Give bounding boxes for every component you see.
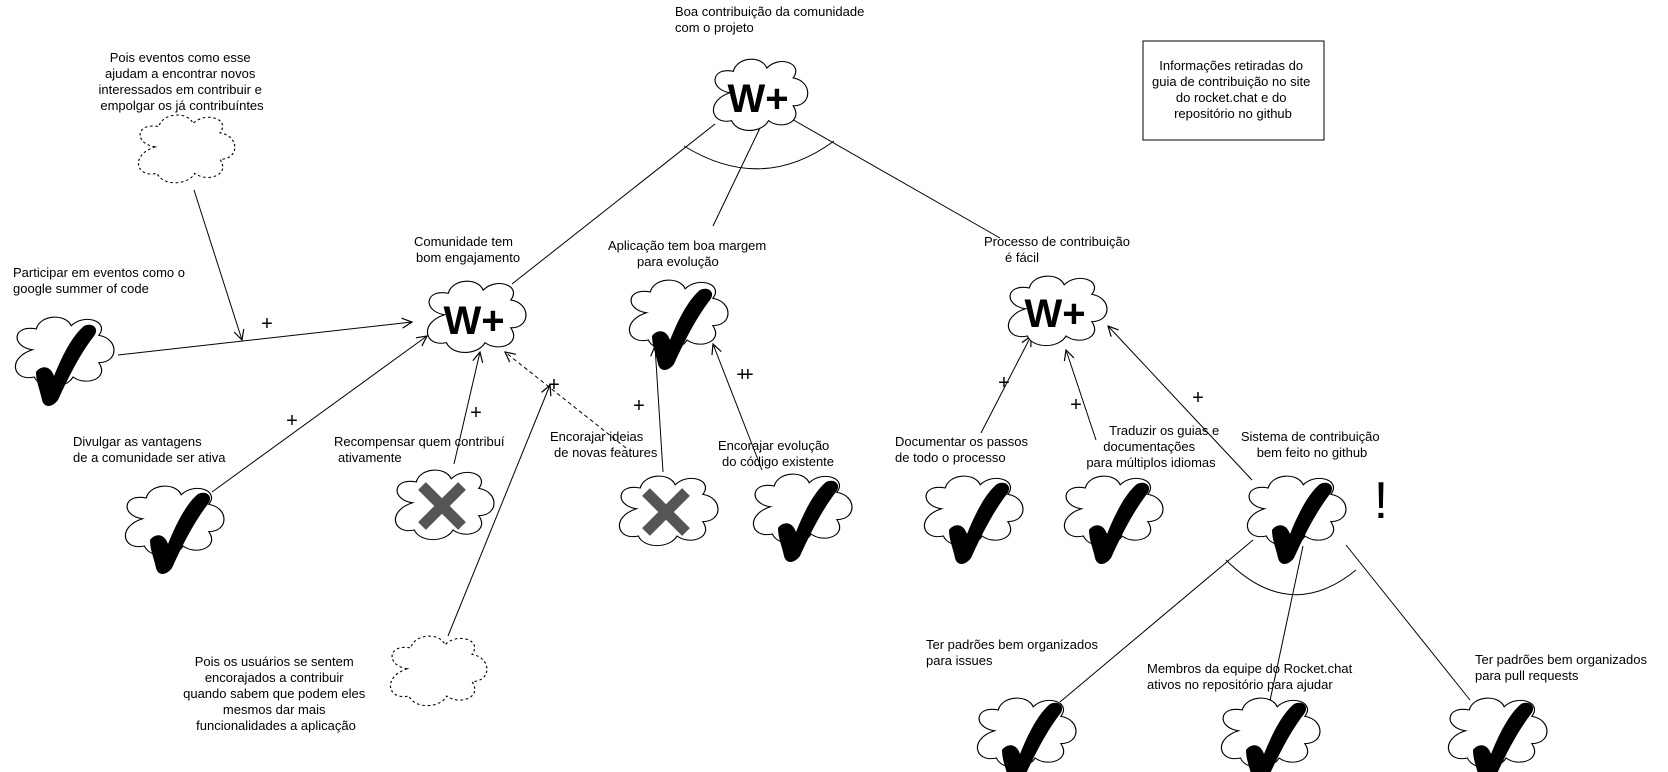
- softgoal-aplicacao: [628, 279, 729, 370]
- claim-eventos: [137, 114, 236, 184]
- op-pulls: [1447, 697, 1548, 772]
- edge-documentar-processo: [980, 336, 1031, 434]
- contrib-gsoc: +: [261, 313, 273, 335]
- softgoal-comunidade-label: Comunidade tem bom engajamento: [414, 234, 520, 265]
- edge-claim-usuarios: [447, 385, 550, 637]
- priority-mark: !: [1374, 472, 1388, 530]
- and-arc-root: [683, 140, 835, 170]
- root-title: Boa contribuição da comunidade com o pro…: [675, 4, 868, 35]
- op-pulls-label: Ter padrões bem organizados para pull re…: [1475, 652, 1651, 683]
- contrib-claim-link: +: [548, 374, 560, 396]
- op-recompensar: [394, 469, 495, 541]
- edge-sistema-processo: [1108, 326, 1253, 481]
- op-issues-label: Ter padrões bem organizados para issues: [926, 637, 1102, 668]
- claim-usuarios: [389, 635, 488, 707]
- edge-ideias-comunidade: [505, 352, 627, 449]
- softgoal-aplicacao-label: Aplicação tem boa margem para evolução: [608, 238, 770, 269]
- contrib-traduzir: +: [1070, 394, 1082, 416]
- op-membros-label: Membros da equipe do Rocket.chat ativos …: [1147, 661, 1356, 692]
- op-membros: [1220, 697, 1321, 772]
- edge-root-processo: [789, 117, 1001, 239]
- op-ideias-label: Encorajar ideias de novas features: [550, 429, 658, 460]
- softgoal-comunidade: W+: [426, 280, 527, 354]
- op-evolucao-label: Encorajar evolução do código existente: [718, 438, 834, 469]
- op-divulgar: [124, 485, 225, 574]
- edge-sistema-pulls: [1345, 544, 1471, 701]
- op-gsoc-label: Participar em eventos como o google summ…: [13, 265, 189, 296]
- edge-ideias-aplicacao: [655, 346, 664, 473]
- edges: [117, 117, 1471, 711]
- op-sistema: [1246, 475, 1347, 564]
- op-sistema-label: Sistema de contribuição bem feito no git…: [1241, 429, 1383, 460]
- contrib-recompensar: +: [470, 402, 482, 424]
- op-recompensar-label: Recompensar quem contribuí ativamente: [334, 434, 508, 465]
- cross-icon: [642, 488, 690, 536]
- edge-sistema-membros: [1267, 545, 1304, 711]
- claim-usuarios-text: Pois os usuários se sentem encorajados a…: [183, 654, 369, 733]
- op-traduzir-label: Traduzir os guias e documentações para m…: [1086, 423, 1223, 470]
- op-ideias: [618, 475, 719, 547]
- softgoal-processo: W+: [1007, 275, 1108, 347]
- note-box: Informações retiradas do guia de contrib…: [1142, 40, 1325, 141]
- cross-icon: [418, 482, 466, 530]
- op-evolucao: [752, 473, 853, 562]
- softgoal-root: W+: [712, 58, 809, 132]
- contrib-sistema: +: [1192, 387, 1204, 409]
- processo-symbol: W+: [1024, 292, 1085, 336]
- op-gsoc: [14, 316, 115, 406]
- edge-recompensar-comunidade: [453, 352, 480, 465]
- contrib-evolucao: ++: [736, 364, 753, 386]
- claim-eventos-text: Pois eventos como esse ajudam a encontra…: [99, 50, 266, 113]
- svg-text:Informações retiradas do: Informações retiradas do guia de contrib…: [1152, 58, 1314, 121]
- and-arc-sistema: [1225, 559, 1357, 596]
- edge-divulgar-comunidade: [211, 336, 427, 493]
- edge-root-aplicacao: [712, 127, 761, 227]
- op-traduzir: [1063, 475, 1164, 564]
- contrib-ideias: +: [633, 395, 645, 417]
- edge-root-comunidade: [511, 123, 716, 285]
- contrib-documentar: +: [998, 372, 1010, 394]
- edge-traduzir-processo: [1066, 350, 1097, 441]
- op-documentar: [923, 475, 1024, 564]
- edge-gsoc-comunidade: [117, 322, 412, 356]
- op-documentar-label: Documentar os passos de todo o processo: [895, 434, 1032, 465]
- root-symbol: W+: [727, 77, 788, 121]
- op-issues: [976, 697, 1077, 772]
- softgoal-processo-label: Processo de contribuição é fácil: [984, 234, 1134, 265]
- contrib-divulgar: +: [286, 410, 298, 432]
- op-divulgar-label: Divulgar as vantagens de a comunidade se…: [73, 434, 226, 465]
- edge-evolucao-aplicacao: [713, 344, 763, 471]
- edge-claim-eventos: [193, 189, 242, 340]
- comunidade-symbol: W+: [443, 299, 504, 343]
- edge-sistema-issues: [1059, 539, 1254, 703]
